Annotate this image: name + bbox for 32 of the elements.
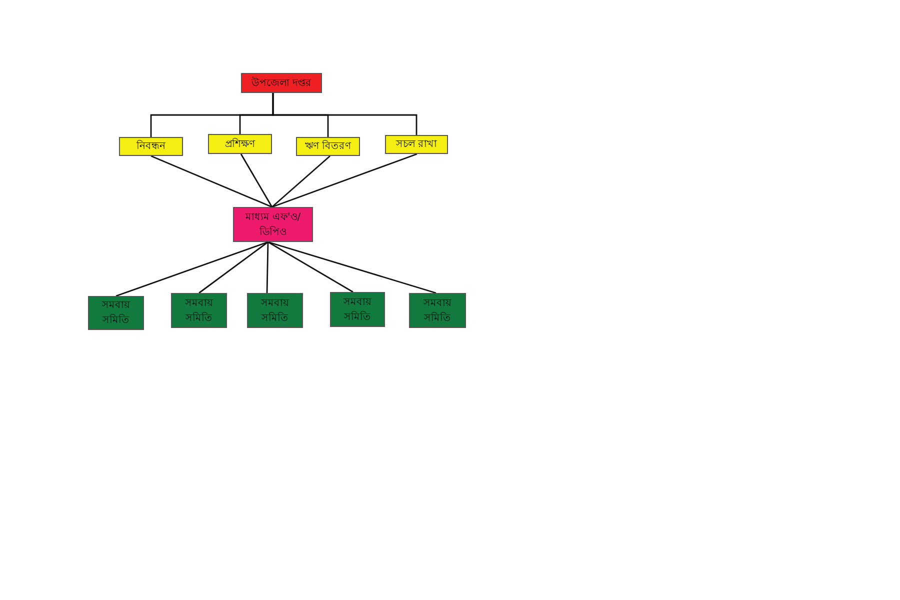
node-label: সমবায় সমিতি — [184, 296, 214, 326]
node-label: উপজেলা দপ্তর — [251, 76, 312, 90]
node-label: সচল রাখা — [396, 138, 438, 152]
society-box — [88, 296, 144, 330]
node-label: সমবায় সমিতি — [260, 296, 290, 326]
function-box — [296, 137, 360, 156]
connector-line — [272, 153, 418, 208]
node-label: সমবায় সমিতি — [100, 299, 131, 328]
function-box — [208, 134, 272, 154]
society-box — [409, 293, 466, 328]
connector-line — [268, 241, 354, 293]
connector-line — [150, 155, 272, 208]
society-box — [247, 293, 303, 328]
connector-line — [266, 242, 269, 294]
node-label: ঋণ বিতরণ — [304, 139, 352, 154]
node-label: নিবন্ধন — [136, 139, 166, 154]
connector-line — [272, 155, 330, 208]
top-office-box — [241, 73, 322, 93]
node-label: প্রশিক্ষণ — [225, 137, 255, 152]
society-box — [330, 292, 385, 327]
node-label: সমবায় সমিতি — [422, 296, 452, 326]
function-box — [119, 137, 183, 156]
society-box — [171, 293, 227, 328]
node-label: মাধ্যম এফ'ও/ ডিপিও — [244, 210, 302, 240]
connector-line — [240, 154, 273, 208]
node-label: সমবায় সমিতি — [342, 296, 372, 324]
function-box — [385, 135, 448, 154]
connector-line — [272, 93, 418, 135]
connector-line — [198, 241, 268, 294]
connector-line — [116, 241, 268, 297]
officer-box — [233, 207, 313, 242]
connector-line — [268, 241, 436, 294]
